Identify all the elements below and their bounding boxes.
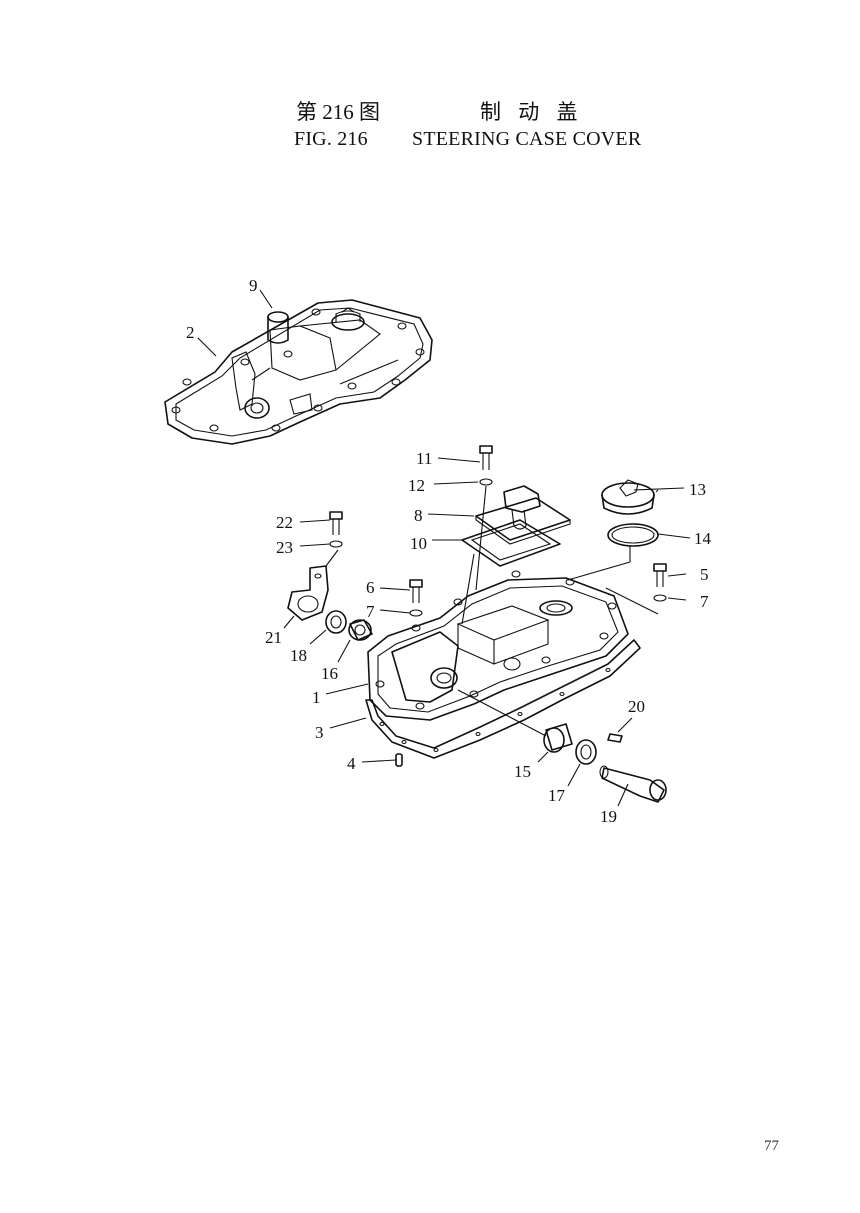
plate-gasket [461,519,561,567]
figure-title-english: FIG. 216 STEERING CASE COVER [0,128,860,154]
callout-4: 4 [347,754,356,773]
bearing [325,610,347,634]
callout-22: 22 [276,513,293,532]
page-number: 77 [764,1138,779,1154]
callout-labels: 9 2 11 12 8 10 13 14 5 7 6 7 22 23 21 18… [186,276,712,826]
shaft [599,765,667,803]
callout-7-left: 7 [366,602,375,621]
figure-number-cn: 第 216 图 [296,100,380,124]
callout-2: 2 [186,323,195,342]
callout-14: 14 [694,529,712,548]
figure-title-chinese: 第 216 图 制 动 盖 [0,96,860,126]
filler-cap [601,479,655,515]
assembled-cover-view [164,299,433,445]
callout-11: 11 [416,449,432,468]
key [607,733,623,743]
callout-23: 23 [276,538,293,557]
callout-18: 18 [290,646,307,665]
callout-12: 12 [408,476,425,495]
steering-case-cover-body [367,570,629,721]
cover-plate [475,485,571,545]
bolt-22 [329,511,343,548]
callout-13: 13 [689,480,706,499]
leader-lines [197,289,691,807]
callout-5: 5 [700,565,709,584]
collar [348,619,373,641]
bracket [287,565,329,621]
callout-10: 10 [410,534,427,553]
dowel-pin [395,753,403,767]
callout-20: 20 [628,697,645,716]
gasket [365,639,641,759]
figure-name-cn: 制 动 盖 [480,100,584,124]
bolt-5 [653,563,667,602]
bolt-11 [479,445,493,486]
callout-17: 17 [548,786,566,805]
callout-3: 3 [315,723,324,742]
callout-16: 16 [321,664,338,683]
callout-15: 15 [514,762,531,781]
callout-19: 19 [600,807,617,826]
callout-6: 6 [366,578,375,597]
bolt-6 [409,579,423,617]
callout-1: 1 [312,688,321,707]
o-ring [607,523,659,547]
callout-9: 9 [249,276,258,295]
callout-7-right: 7 [700,592,709,611]
callout-21: 21 [265,628,282,647]
callout-8: 8 [414,506,423,525]
bushing [543,723,573,753]
figure-number-en: FIG. 216 [294,128,368,150]
figure-name-en: STEERING CASE COVER [412,128,642,150]
oil-seal [575,739,597,765]
